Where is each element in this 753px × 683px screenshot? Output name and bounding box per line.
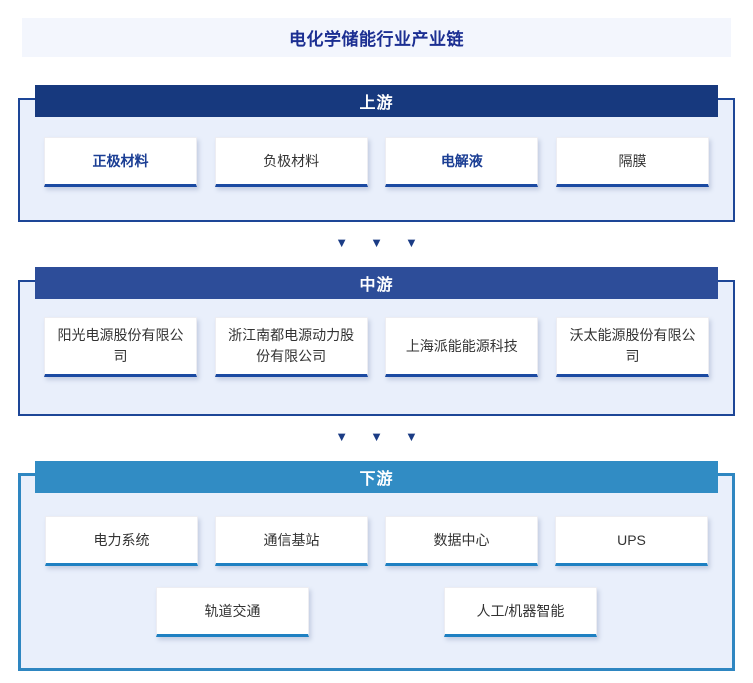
section-downstream: 下游 电力系统 通信基站 数据中心 UPS 轨道交通 人工/机器智能 [18, 461, 735, 671]
downstream-header-label: 下游 [359, 471, 394, 488]
downstream-header: 下游 [35, 461, 718, 493]
downstream-row-1: 电力系统 通信基站 数据中心 UPS [45, 516, 708, 566]
upstream-panel: 正极材料 负极材料 电解液 隔膜 [18, 98, 735, 222]
page-title-text: 电化学储能行业产业链 [289, 30, 464, 49]
midstream-item-narada: 浙江南都电源动力股份有限公司 [214, 317, 368, 377]
flow-arrows-upstream-to-midstream: ▼ ▼ ▼ [0, 234, 753, 250]
downstream-item-telecom-base-station: 通信基站 [215, 516, 368, 566]
downstream-row-2: 轨道交通 人工/机器智能 [45, 587, 708, 637]
down-arrow-icon: ▼ [370, 234, 383, 250]
section-midstream: 中游 阳光电源股份有限公司 浙江南都电源动力股份有限公司 上海派能能源科技 沃太… [18, 267, 735, 416]
midstream-header: 中游 [35, 267, 718, 299]
downstream-item-ai-robotics: 人工/机器智能 [444, 587, 597, 637]
down-arrow-icon: ▼ [370, 428, 383, 444]
upstream-item-anode-material: 负极材料 [214, 137, 368, 187]
downstream-item-data-center: 数据中心 [385, 516, 538, 566]
upstream-item-cathode-material[interactable]: 正极材料 [44, 137, 197, 187]
upstream-item-electrolyte[interactable]: 电解液 [385, 137, 539, 187]
flow-arrows-midstream-to-downstream: ▼ ▼ ▼ [0, 428, 753, 444]
down-arrow-icon: ▼ [404, 428, 418, 444]
downstream-panel: 电力系统 通信基站 数据中心 UPS 轨道交通 人工/机器智能 [18, 473, 735, 671]
downstream-item-rail-transit: 轨道交通 [156, 587, 309, 637]
midstream-item-pylontech: 上海派能能源科技 [385, 317, 539, 377]
down-arrow-icon: ▼ [335, 428, 349, 444]
page-title: 电化学储能行业产业链 [22, 18, 731, 57]
midstream-panel: 阳光电源股份有限公司 浙江南都电源动力股份有限公司 上海派能能源科技 沃太能源股… [18, 280, 735, 416]
midstream-item-sungrow: 阳光电源股份有限公司 [44, 317, 197, 377]
down-arrow-icon: ▼ [404, 234, 418, 250]
upstream-header: 上游 [35, 85, 718, 117]
midstream-item-wotai: 沃太能源股份有限公司 [555, 317, 709, 377]
midstream-header-label: 中游 [359, 277, 394, 294]
down-arrow-icon: ▼ [335, 234, 349, 250]
downstream-item-power-system: 电力系统 [45, 516, 198, 566]
upstream-item-separator: 隔膜 [555, 137, 709, 187]
section-upstream: 上游 正极材料 负极材料 电解液 隔膜 [18, 85, 735, 222]
upstream-header-label: 上游 [359, 95, 394, 112]
downstream-item-ups: UPS [555, 516, 708, 566]
